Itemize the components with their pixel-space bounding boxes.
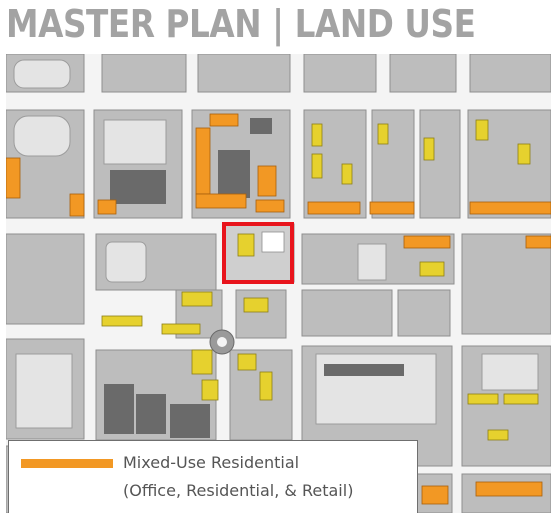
block	[101, 54, 187, 93]
block	[303, 54, 377, 93]
block	[397, 289, 451, 337]
open-space	[481, 353, 539, 391]
open-space	[357, 243, 387, 281]
parcel	[311, 123, 323, 147]
parcel	[209, 113, 239, 127]
parcel	[69, 193, 85, 217]
parcel	[101, 315, 143, 327]
parcel	[243, 297, 269, 313]
parcel	[475, 119, 489, 141]
building	[250, 118, 272, 134]
parcel	[6, 157, 21, 199]
parcel	[469, 201, 551, 215]
mixed-use-residential-swatch	[21, 459, 113, 468]
block	[301, 289, 393, 337]
building	[218, 150, 250, 198]
block	[469, 54, 551, 93]
mixed-use-residential-parcels	[6, 113, 551, 505]
block	[235, 289, 287, 339]
map-legend: Mixed-Use Residential (Office, Residenti…	[8, 440, 418, 513]
parcel	[525, 235, 551, 249]
parcel	[517, 143, 531, 165]
parcel	[257, 165, 277, 197]
block	[6, 233, 85, 325]
block	[389, 54, 457, 93]
parcel	[467, 393, 499, 405]
building	[110, 170, 166, 204]
secondary-land-use	[101, 119, 539, 441]
roundabout-center	[217, 337, 227, 347]
open-space	[15, 353, 73, 429]
parcel	[423, 137, 435, 161]
legend-label-uses: (Office, Residential, & Retail)	[123, 481, 354, 500]
parcel	[341, 163, 353, 185]
parcel	[403, 235, 451, 249]
parcel	[237, 353, 257, 371]
parcel	[255, 199, 285, 213]
open-spaces	[13, 59, 539, 429]
building	[170, 404, 210, 438]
project-site-building	[261, 231, 285, 253]
parcel	[421, 485, 449, 505]
building	[104, 384, 134, 434]
parcel	[487, 429, 509, 441]
block	[419, 109, 461, 219]
parcel	[161, 323, 201, 335]
parcel	[181, 291, 213, 307]
project-site-parcel	[237, 233, 255, 257]
legend-label-mixed-use-residential: Mixed-Use Residential	[123, 453, 300, 472]
parcel	[311, 153, 323, 179]
parcel	[503, 393, 539, 405]
open-space	[13, 59, 71, 89]
open-space	[13, 115, 71, 157]
parcel	[475, 481, 543, 497]
title-bar: MASTER PLAN | LAND USE	[0, 0, 551, 54]
building	[136, 394, 166, 434]
parcel	[97, 199, 117, 215]
parcel	[195, 127, 211, 195]
building	[324, 364, 404, 376]
block	[197, 54, 291, 93]
parcel	[195, 193, 247, 209]
parcel	[201, 379, 219, 401]
block	[461, 233, 551, 335]
parcel	[419, 261, 445, 277]
page-title: MASTER PLAN | LAND USE	[6, 2, 476, 46]
parcel	[307, 201, 361, 215]
open-space	[103, 119, 167, 165]
open-space	[105, 241, 147, 283]
project-site-highlight	[222, 222, 294, 284]
parcel	[369, 201, 415, 215]
parcel	[191, 349, 213, 375]
parcel	[377, 123, 389, 145]
parcel	[259, 371, 273, 401]
